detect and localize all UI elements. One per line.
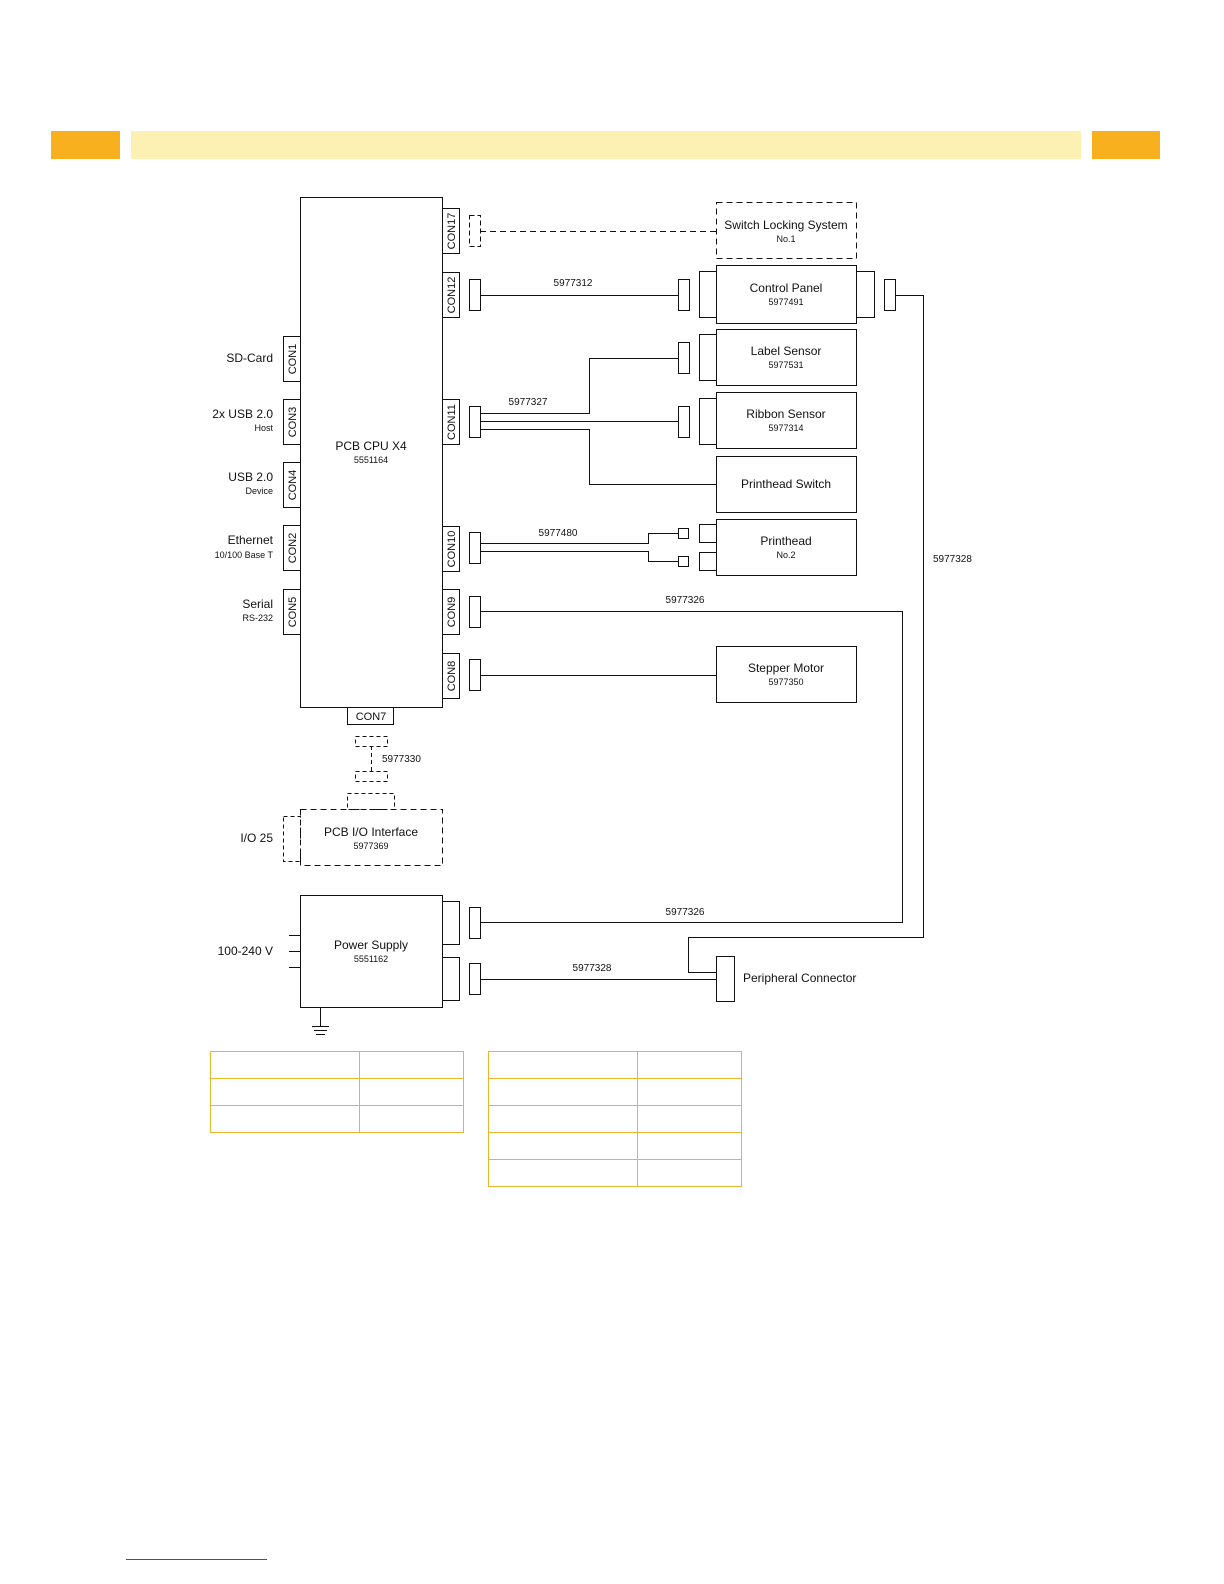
switch-locking-sub: No.1: [776, 234, 795, 244]
mains-input-label: 100-240 V: [218, 944, 273, 958]
header-accent-left: [51, 131, 120, 159]
printhead-sub: No.2: [776, 550, 795, 560]
header-band: [131, 131, 1081, 159]
serial-sub: RS-232: [242, 613, 273, 623]
header-accent-right: [1092, 131, 1160, 159]
io-side-label: I/O 25: [240, 831, 273, 845]
legend-table-left: [210, 1051, 464, 1133]
cable-con11: 5977327: [509, 397, 548, 408]
cable-control-panel: 5977328: [933, 554, 972, 565]
printhead-title: Printhead: [760, 534, 811, 548]
cable-con9: 5977326: [666, 595, 705, 606]
ribbon-sensor-sub: 5977314: [768, 423, 803, 433]
cable-con10: 5977480: [539, 528, 578, 539]
power-supply-title: Power Supply: [334, 938, 408, 952]
con9-label: CON9: [446, 597, 458, 628]
power-supply-sub: 5551162: [354, 954, 388, 964]
cable-peripheral: 5977328: [573, 963, 612, 974]
label-sensor-title: Label Sensor: [751, 344, 822, 358]
sd-card-label: SD-Card: [226, 351, 273, 365]
usb-host-sub: Host: [254, 423, 273, 433]
cable-power: 5977326: [666, 907, 705, 918]
peripheral-title: Peripheral Connector: [743, 971, 856, 985]
legend-table-right: [488, 1051, 742, 1187]
con8-label: CON8: [446, 661, 458, 692]
con12-label: CON12: [446, 277, 458, 314]
footer-rule: [126, 1559, 267, 1560]
con3-label: CON3: [287, 407, 299, 438]
con2-label: CON2: [287, 533, 299, 564]
con17-label: CON17: [446, 213, 458, 250]
cable-con12: 5977312: [554, 278, 593, 289]
con10-label: CON10: [446, 531, 458, 568]
ethernet-sub: 10/100 Base T: [215, 550, 274, 560]
serial-label: Serial: [242, 597, 273, 611]
cpu-part: 5551164: [354, 455, 388, 465]
io-interface-title: PCB I/O Interface: [324, 825, 418, 839]
con1-label: CON1: [287, 344, 299, 375]
stepper-motor-sub: 5977350: [768, 677, 803, 687]
usb-device-sub: Device: [245, 486, 273, 496]
switch-locking-title: Switch Locking System: [724, 218, 847, 232]
stepper-motor-title: Stepper Motor: [748, 661, 824, 675]
con11-label: CON11: [446, 404, 458, 440]
printhead-switch-title: Printhead Switch: [741, 477, 831, 491]
con7-label: CON7: [356, 711, 387, 723]
control-panel-title: Control Panel: [750, 281, 823, 295]
usb-host-label: 2x USB 2.0: [212, 407, 273, 421]
cable-io: 5977330: [382, 754, 421, 765]
cpu-title: PCB CPU X4: [335, 439, 407, 453]
label-sensor-sub: 5977531: [768, 360, 803, 370]
con4-label: CON4: [287, 470, 299, 501]
con5-label: CON5: [287, 597, 299, 628]
io-interface-sub: 5977369: [353, 841, 388, 851]
ethernet-label: Ethernet: [228, 533, 274, 547]
usb-device-label: USB 2.0: [228, 470, 273, 484]
control-panel-sub: 5977491: [768, 297, 803, 307]
ribbon-sensor-title: Ribbon Sensor: [746, 407, 825, 421]
